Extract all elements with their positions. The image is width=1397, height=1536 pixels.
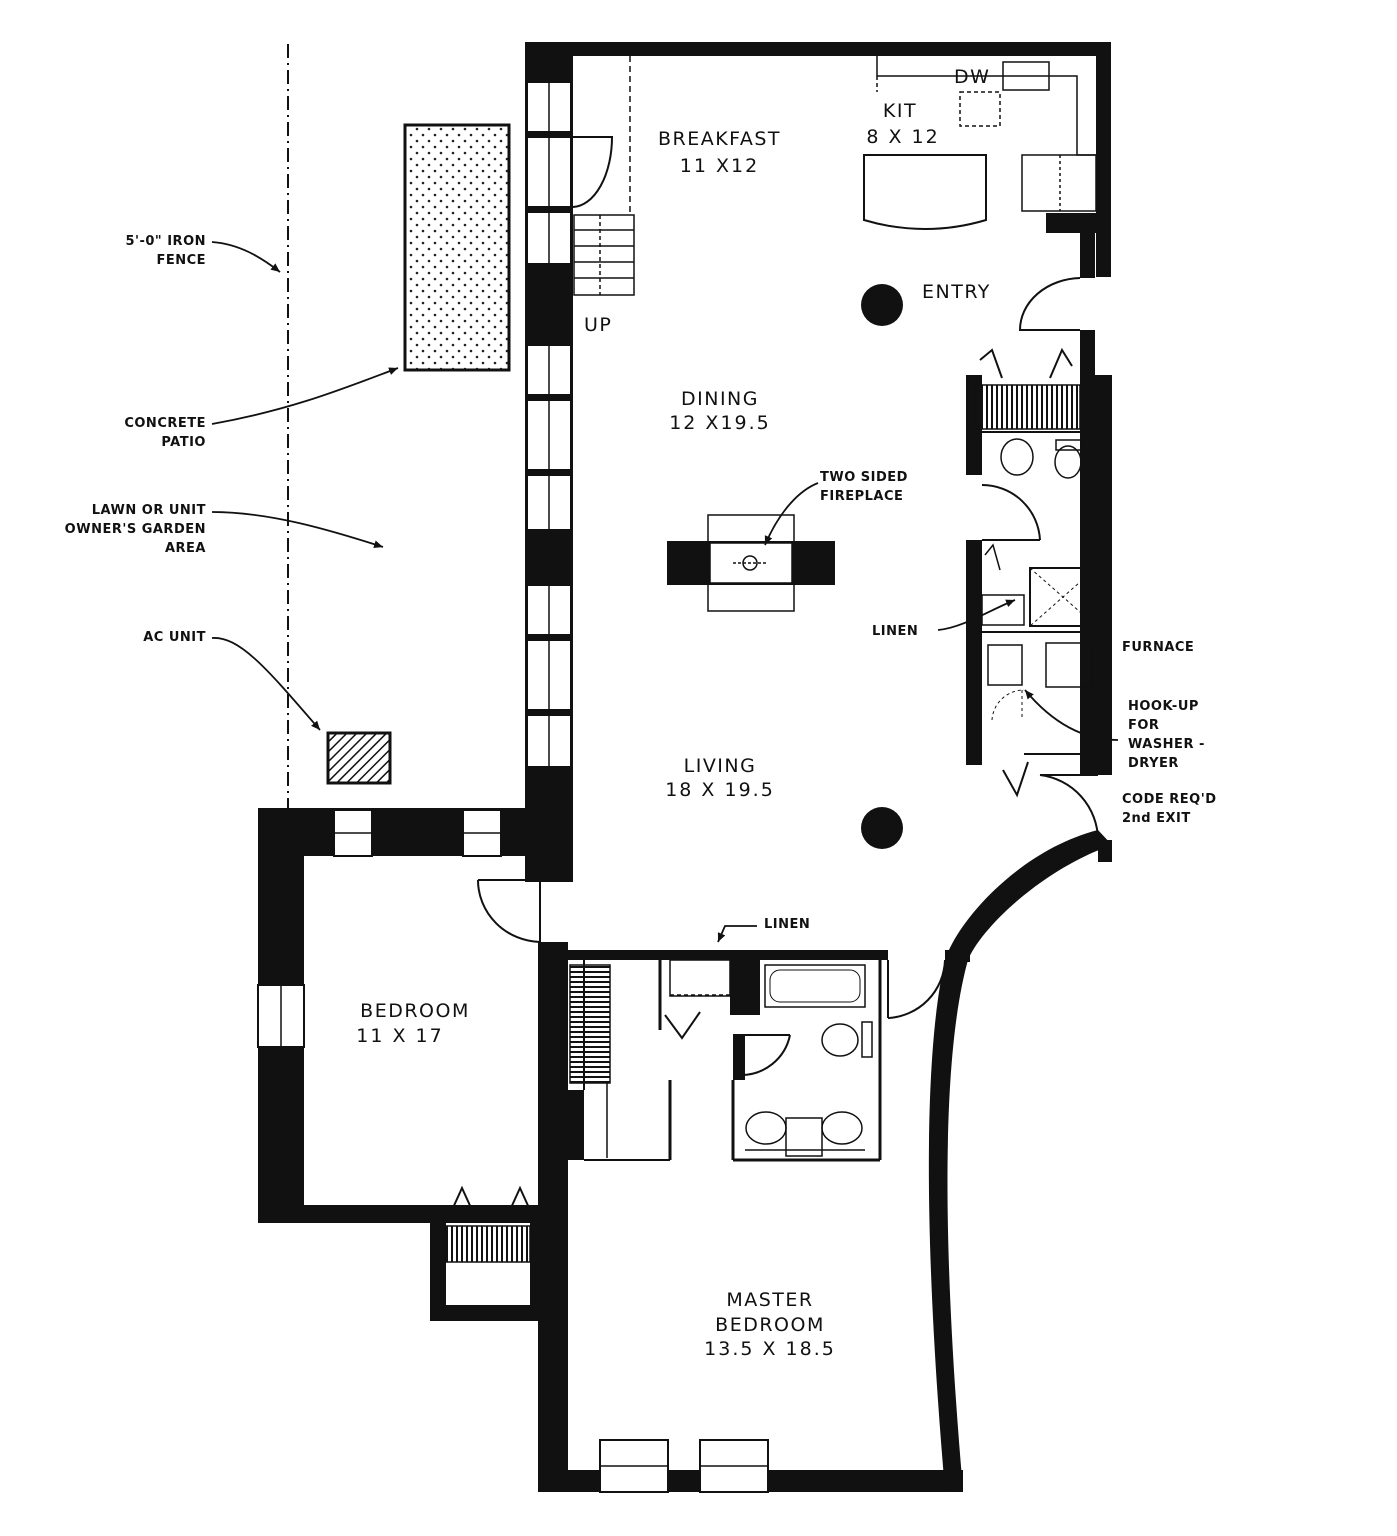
furnace-note: FURNACE [1122, 640, 1195, 655]
entry-label: ENTRY [922, 281, 991, 303]
linen-bedroom-note: LINEN [764, 917, 811, 932]
lawn-garden-note: LAWN OR UNIT OWNER'S GARDEN AREA [64, 503, 206, 556]
master-bedroom-label: MASTER BEDROOM [715, 1289, 825, 1336]
bedroom-windows [257, 809, 769, 1493]
washer-dryer-note: HOOK-UP FOR WASHER - DRYER [1128, 699, 1205, 771]
concrete-patio-note: CONCRETE PATIO [124, 416, 206, 450]
bedroom-radiator [445, 1225, 531, 1263]
bedroom-door-swing [477, 879, 541, 943]
concrete-patio [403, 123, 511, 372]
entry-door-swing [1018, 277, 1081, 331]
iron-fence-note: 5'-0" IRON FENCE [125, 234, 206, 268]
living-dims: 18 X 19.5 [665, 779, 775, 801]
curved-wall-master [928, 960, 968, 1490]
stairs-up-label: UP [584, 314, 613, 336]
breakfast-label: BREAKFAST [657, 128, 782, 150]
ac-unit-note: AC UNIT [143, 630, 206, 645]
dishwasher-label: DW [954, 66, 991, 88]
column-dining [861, 284, 903, 326]
master-closets [569, 959, 946, 1162]
kitchen-dims: 8 X 12 [866, 126, 940, 148]
dining-dims: 12 X19.5 [669, 412, 771, 434]
right-service-core [966, 347, 1099, 841]
kitchen-label: KIT [882, 100, 918, 122]
master-bedroom-dims: 13.5 X 18.5 [704, 1338, 836, 1360]
leader-lines [211, 241, 1119, 943]
fireplace-note: TWO SIDED FIREPLACE [820, 470, 908, 504]
dining-label: DINING [681, 388, 759, 410]
kitchen-counters [863, 56, 1097, 230]
ac-unit [326, 731, 392, 785]
bedroom-dims: 11 X 17 [356, 1025, 444, 1047]
stairs [573, 56, 635, 296]
breakfast-dims: 11 X12 [679, 155, 760, 177]
fireplace [667, 514, 835, 612]
living-label: LIVING [683, 755, 757, 777]
curved-wall [945, 830, 1112, 960]
code-exit-note: CODE REQ'D 2nd EXIT [1122, 792, 1217, 826]
column-living [861, 807, 903, 849]
breakfast-door-swing [572, 136, 614, 208]
bedroom-label: BEDROOM [360, 1000, 470, 1022]
linen-hall-note: LINEN [872, 624, 919, 639]
